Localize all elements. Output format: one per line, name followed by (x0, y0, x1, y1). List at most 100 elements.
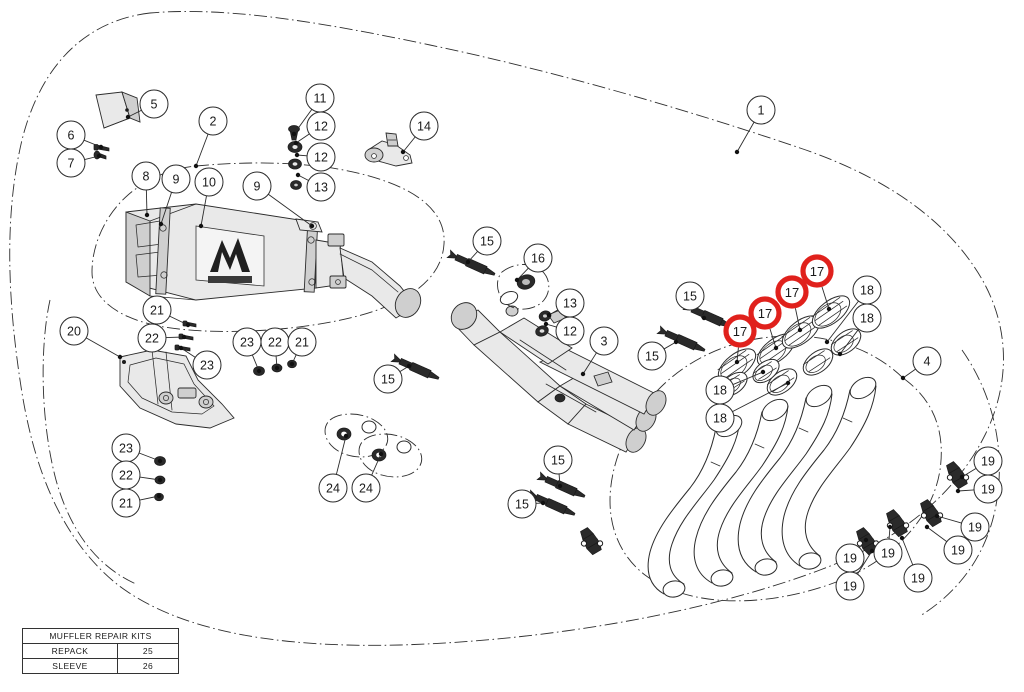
callout-bubble-highlighted[interactable] (800, 254, 834, 288)
callout-bubble[interactable] (111, 433, 141, 463)
callout-bubble-highlighted[interactable] (723, 314, 757, 348)
callout-bubble[interactable] (973, 446, 1003, 476)
leader-anchor-dot (98, 144, 104, 150)
callout-bubble[interactable] (589, 326, 619, 356)
callout-bubble[interactable] (351, 473, 381, 503)
callout-bubble[interactable] (675, 281, 705, 311)
callout-bubble[interactable] (912, 346, 942, 376)
callout-bubble[interactable] (56, 120, 86, 150)
leader-anchor-dot (293, 140, 299, 146)
callout-13[interactable]: 13 (295, 172, 336, 202)
callout-9[interactable]: 9 (158, 164, 191, 227)
callout-bubble[interactable] (242, 171, 272, 201)
callout-bubble[interactable] (161, 164, 191, 194)
callout-15[interactable]: 15 (507, 489, 546, 519)
leader-anchor-dot (198, 223, 204, 229)
part-rubber-mount-24-b (358, 433, 423, 478)
callout-bubble[interactable] (637, 341, 667, 371)
callout-14[interactable]: 14 (400, 111, 439, 155)
leader-anchor-dot (406, 363, 412, 369)
callout-bubble[interactable] (543, 445, 573, 475)
leader-anchor-dot (924, 524, 930, 530)
leader-anchor-dot (400, 149, 406, 155)
callout-bubble[interactable] (131, 161, 161, 191)
callout-19[interactable]: 19 (959, 446, 1003, 480)
callout-19[interactable]: 19 (899, 535, 933, 593)
callout-bubble[interactable] (555, 288, 585, 318)
callout-2[interactable]: 2 (193, 106, 228, 169)
callout-21[interactable]: 21 (142, 295, 191, 328)
callout-bubble[interactable] (198, 106, 228, 136)
callout-bubble[interactable] (59, 316, 89, 346)
callout-bubble[interactable] (111, 460, 141, 490)
callout-bubble[interactable] (903, 563, 933, 593)
callout-bubble[interactable] (111, 488, 141, 518)
callout-24[interactable]: 24 (318, 433, 349, 503)
callout-bubble-highlighted[interactable] (775, 275, 809, 309)
callout-bubble[interactable] (705, 403, 735, 433)
callout-21[interactable]: 21 (111, 488, 162, 518)
leader-line (957, 489, 975, 492)
callout-13[interactable]: 13 (546, 288, 585, 318)
callout-4[interactable]: 4 (900, 346, 942, 381)
callout-17[interactable]: 17 (800, 254, 834, 312)
callout-bubble[interactable] (192, 350, 222, 380)
callout-bubble[interactable] (305, 83, 335, 113)
callout-bubble-highlighted[interactable] (748, 296, 782, 330)
callout-bubble[interactable] (555, 316, 585, 346)
callout-bubble[interactable] (287, 327, 317, 357)
callout-bubble[interactable] (852, 275, 882, 305)
callout-bubble[interactable] (973, 474, 1003, 504)
callout-12[interactable]: 12 (293, 111, 336, 146)
leader-anchor-dot (863, 537, 869, 543)
callout-bubble[interactable] (873, 538, 903, 568)
callout-bubble[interactable] (260, 327, 290, 357)
callout-24[interactable]: 24 (351, 451, 384, 503)
callout-bubble[interactable] (318, 473, 348, 503)
leader-line (139, 495, 160, 501)
callout-bubble[interactable] (56, 148, 86, 178)
leader-line (138, 452, 161, 462)
callout-bubble[interactable] (232, 327, 262, 357)
leader-anchor-dot (181, 334, 187, 340)
callout-23[interactable]: 23 (232, 327, 262, 374)
callout-15[interactable]: 15 (675, 281, 707, 321)
callout-bubble[interactable] (306, 142, 336, 172)
callout-bubble[interactable] (373, 364, 403, 394)
callout-bubble[interactable] (142, 295, 172, 325)
callout-15[interactable]: 15 (637, 339, 679, 371)
callout-bubble[interactable] (746, 95, 776, 125)
callout-6[interactable]: 6 (56, 120, 104, 150)
callout-bubble[interactable] (835, 543, 865, 573)
callout-bubble[interactable] (835, 571, 865, 601)
callout-bubble[interactable] (137, 323, 167, 353)
callout-22[interactable]: 22 (260, 327, 290, 371)
part-heat-shield-20 (119, 349, 235, 429)
callout-15[interactable]: 15 (465, 226, 502, 265)
callout-bubble[interactable] (306, 172, 336, 202)
leader-line (516, 267, 529, 281)
callout-bubble[interactable] (960, 512, 990, 542)
callout-bubble[interactable] (194, 167, 224, 197)
callout-bubble[interactable] (139, 89, 169, 119)
callout-23[interactable]: 23 (111, 433, 163, 464)
callout-20[interactable]: 20 (59, 316, 123, 360)
callout-bubble[interactable] (306, 111, 336, 141)
part-muffler-body (125, 203, 422, 319)
callout-bubble[interactable] (943, 535, 973, 565)
callout-15[interactable]: 15 (373, 363, 412, 394)
leader-anchor-dot (465, 259, 471, 265)
leader-anchor-dot (580, 371, 586, 377)
part-clip-17-d (811, 295, 851, 329)
callout-19[interactable]: 19 (835, 537, 869, 573)
callout-1[interactable]: 1 (734, 95, 776, 155)
callout-bubble[interactable] (705, 375, 735, 405)
callout-bubble[interactable] (472, 226, 502, 256)
callout-bubble[interactable] (409, 111, 439, 141)
leader-anchor-dot (295, 172, 301, 178)
callout-bubble[interactable] (507, 489, 537, 519)
callout-bubble[interactable] (523, 243, 553, 273)
leader-line (268, 193, 313, 227)
callout-bubble[interactable] (852, 303, 882, 333)
callout-22[interactable]: 22 (111, 460, 163, 490)
